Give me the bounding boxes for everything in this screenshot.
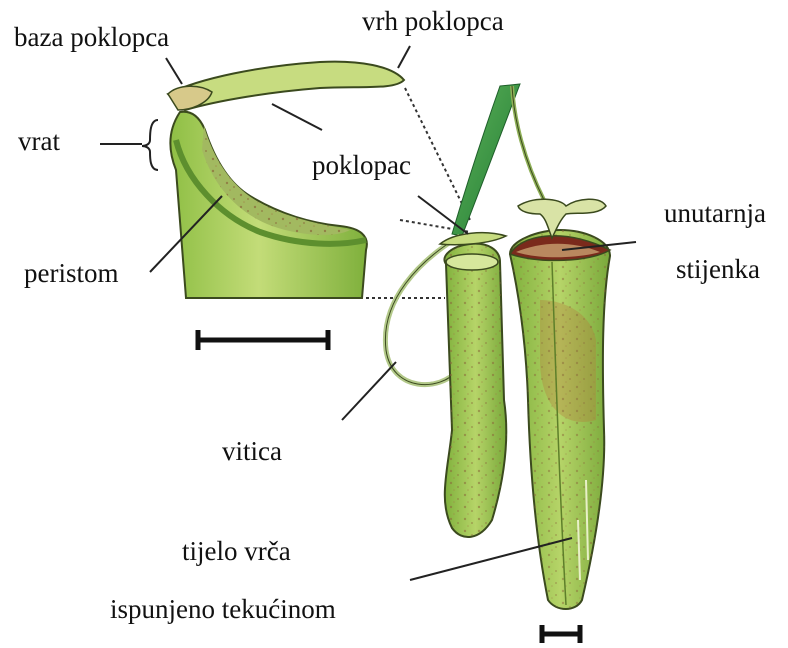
plant-main: [385, 84, 610, 609]
label-peristome: peristom: [24, 260, 119, 287]
label-neck: vrat: [18, 128, 60, 155]
small-pitcher-lid: [440, 233, 506, 245]
pointer-tendril: [342, 362, 396, 420]
label-inner-wall-2: stijenka: [676, 256, 760, 283]
pointer-lid-base: [166, 58, 182, 84]
neck-brace: [142, 120, 158, 170]
scale-bar-detail: [196, 330, 330, 350]
detail-lid-base: [168, 86, 212, 110]
label-body-1: tijelo vrča: [182, 538, 291, 565]
pointer-lid-tip: [398, 46, 410, 68]
label-body-2: ispunjeno tekućinom: [110, 596, 336, 623]
label-tendril: vitica: [222, 438, 282, 465]
label-inner-wall-1: unutarnja: [664, 200, 766, 227]
pointer-lid-inner: [272, 104, 322, 130]
scale-bar-main: [540, 625, 582, 643]
label-lid-base: baza poklopca: [14, 24, 169, 51]
leaf: [452, 84, 520, 236]
label-lid: poklopac: [312, 152, 411, 179]
tendril-right: [512, 86, 544, 200]
detail-pitcher-body: [170, 112, 366, 298]
label-lid-tip: vrh poklopca: [362, 8, 504, 35]
